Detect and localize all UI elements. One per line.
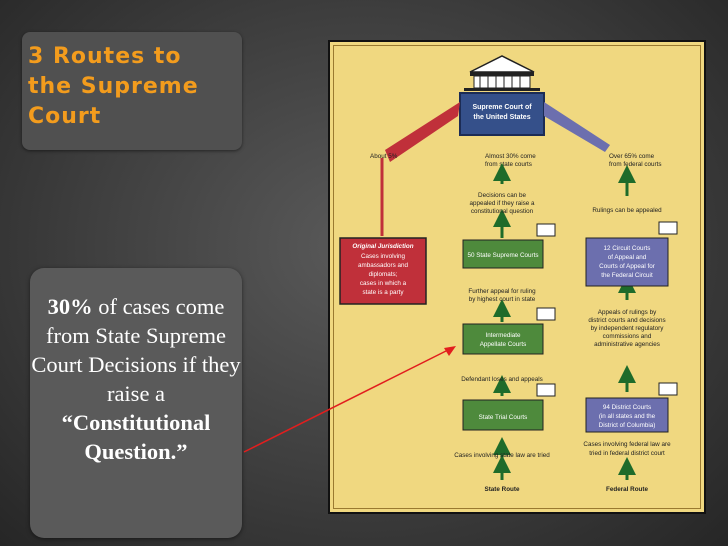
original-4: cases in which a: [360, 280, 407, 287]
federal-cases-2: tried in federal district court: [589, 450, 665, 457]
intermediate-box: [462, 323, 544, 355]
note-body: of cases come from State Supreme Court D…: [31, 294, 241, 406]
appeals-1: Appeals of rulings by: [598, 309, 657, 316]
federal-route-arrow: [544, 102, 610, 152]
state-trial-label: State Trial Courts: [479, 414, 528, 421]
circuit-3: Courts of Appeal for: [599, 263, 655, 270]
further-1: Further appeal for ruling: [468, 288, 536, 295]
note-box: 30% of cases come from State Supreme Cou…: [30, 268, 242, 538]
pointer-arrowhead: [444, 346, 456, 356]
appeals-3: by independent regulatory: [591, 325, 665, 332]
note-constitutional: “Constitutional Question.”: [61, 410, 211, 464]
decisions-1: Decisions can be: [478, 192, 526, 199]
slide-title: 3 Routes to the Supreme Court: [28, 44, 199, 129]
courthouse-small-icon: [536, 383, 556, 397]
original-3: diplomats;: [369, 271, 398, 278]
supreme-label-2: the United States: [473, 114, 530, 121]
supreme-label-1: Supreme Court of: [472, 104, 532, 111]
circuit-2: of Appeal and: [608, 254, 647, 261]
district-3: District of Columbia): [599, 422, 656, 429]
original-title: Original Jurisdiction: [352, 243, 413, 250]
decisions-2: appealed if they raise a: [469, 200, 535, 207]
district-2: (in all states and the: [599, 413, 656, 420]
courthouse-small-icon: [658, 221, 678, 235]
courthouse-icon: [464, 55, 540, 91]
further-2: by highest court in state: [469, 296, 536, 303]
state-trial-box: [462, 399, 544, 431]
original-2: ambassadors and: [358, 262, 409, 269]
note-text: 30% of cases come from State Supreme Cou…: [30, 292, 242, 466]
rulings-label: Rulings can be appealed: [592, 207, 662, 214]
courthouse-small-icon: [658, 382, 678, 396]
appeals-4: commissions and: [603, 333, 652, 340]
pointer-arrow: [243, 347, 453, 453]
circuit-1: 12 Circuit Courts: [604, 245, 651, 252]
circuit-courts-box: [585, 237, 669, 287]
circuit-4: the Federal Circuit: [601, 272, 653, 279]
state-cases-label: Cases involving state law are tried: [454, 452, 550, 459]
district-courts-box: [585, 397, 669, 433]
state-route-label: State Route: [485, 486, 520, 493]
state-supreme-box: [462, 239, 544, 269]
almost30-2: from state courts: [485, 161, 532, 168]
federal-route-label: Federal Route: [606, 486, 648, 493]
federal-cases-1: Cases involving federal law are: [583, 441, 671, 448]
original-jurisdiction-box: [339, 237, 427, 305]
courthouse-small-icon: [536, 307, 556, 321]
over65-1: Over 65% come: [609, 153, 655, 160]
original-1: Cases involving: [361, 253, 406, 260]
decisions-3: constitutional question: [471, 208, 534, 215]
title-box: 3 Routes to the Supreme Court: [22, 32, 242, 150]
intermediate-2: Appellate Courts: [480, 341, 527, 348]
about5-label: About 5%: [370, 153, 398, 160]
intermediate-1: Intermediate: [485, 332, 520, 339]
defendant-label: Defendant loses and appeals: [461, 376, 543, 383]
almost30-1: Almost 30% come: [485, 153, 536, 160]
appeals-5: administrative agencies: [594, 341, 660, 348]
district-1: 94 District Courts: [603, 404, 651, 411]
original-5: state is a party: [363, 289, 405, 296]
supreme-court-box: [459, 92, 545, 136]
appeals-2: district courts and decisions: [588, 317, 665, 324]
original-route-arrow: [385, 102, 460, 162]
over65-2: from federal courts: [609, 161, 662, 168]
courthouse-small-icon: [536, 223, 556, 237]
note-percent: 30%: [47, 294, 93, 319]
state-supreme-label: 50 State Supreme Courts: [467, 252, 538, 259]
